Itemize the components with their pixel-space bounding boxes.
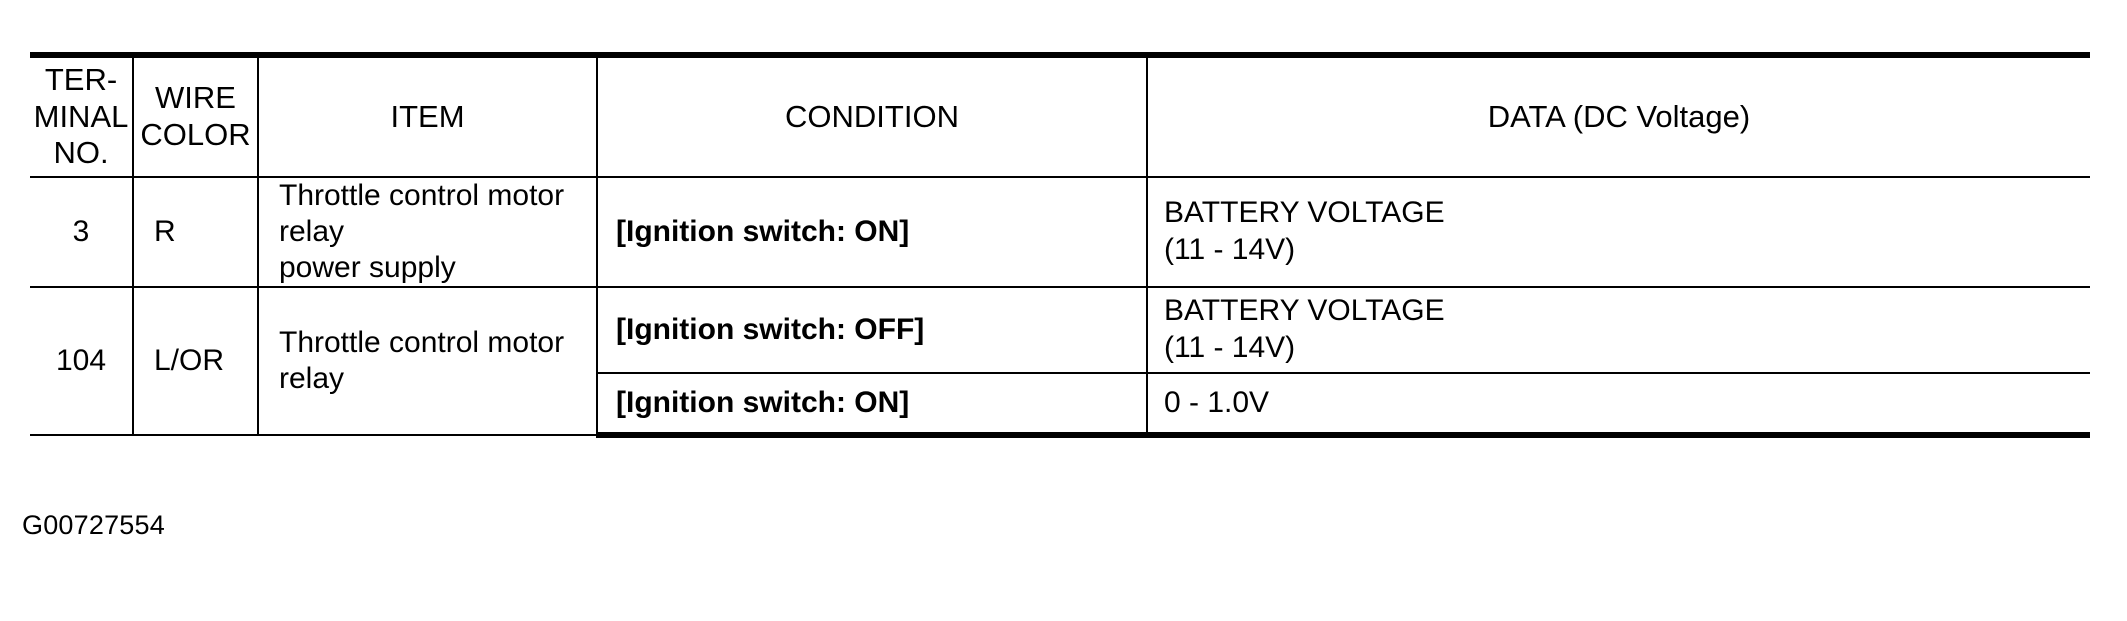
cell-item-text: Throttle control motor relay power suppl…	[259, 178, 596, 286]
figure-id-caption: G00727554	[22, 510, 165, 540]
cell-wire-color-value: R	[154, 215, 176, 248]
header-row: TER- MINAL NO. WIRE COLOR ITEM CONDITION	[30, 52, 2090, 178]
column-header-condition-label: CONDITION	[785, 98, 959, 134]
column-header-terminal-no-line3: NO.	[53, 135, 109, 171]
cell-data-text: 0 - 1.0V	[1148, 385, 2090, 422]
cell-wire-color: L/OR	[132, 286, 259, 436]
cell-data: BATTERY VOLTAGE (11 - 14V)	[1146, 176, 2090, 288]
cell-terminal-no-value: 104	[55, 344, 107, 377]
column-header-wire-color-line2: COLOR	[140, 117, 251, 152]
column-header-item-label: ITEM	[390, 98, 465, 134]
cell-data: 0 - 1.0V	[1146, 372, 2090, 438]
cell-wire-color: R	[132, 176, 259, 288]
column-header-condition: CONDITION	[596, 52, 1148, 178]
terminal-spec-table: TER- MINAL NO. WIRE COLOR ITEM CONDITION	[30, 52, 2090, 438]
cell-condition: [Ignition switch: ON]	[596, 176, 1148, 288]
cell-condition-text: [Ignition switch: ON]	[616, 215, 910, 248]
table-row: 104 L/OR Throttle control motor relay [I…	[30, 286, 2090, 436]
cell-item-line1: Throttle control motor relay	[279, 326, 565, 395]
column-header-item: ITEM	[257, 52, 598, 178]
column-header-terminal-no-line2: MINAL	[33, 98, 129, 134]
cell-item-text: Throttle control motor relay	[259, 325, 596, 397]
terminal-spec-table-wrapper: TER- MINAL NO. WIRE COLOR ITEM CONDITION	[30, 52, 2090, 438]
cell-data-line2: (11 - 14V)	[1164, 233, 1296, 266]
cell-data-line1: BATTERY VOLTAGE	[1164, 196, 1445, 230]
table-row: 3 R Throttle control motor relay power s…	[30, 176, 2090, 288]
cell-wire-color-value: L/OR	[154, 344, 225, 377]
column-header-terminal-no-line1: TER-	[44, 62, 118, 98]
cell-condition: [Ignition switch: ON]	[597, 372, 1148, 438]
cell-data-text: BATTERY VOLTAGE (11 - 14V)	[1148, 195, 2090, 268]
cell-data: BATTERY VOLTAGE (11 - 14V)	[1146, 286, 2090, 374]
cell-condition-text: [Ignition switch: OFF]	[616, 313, 925, 346]
cell-item: Throttle control motor relay power suppl…	[257, 176, 598, 288]
table-row: [Ignition switch: ON] 0 - 1.0V	[30, 372, 2090, 438]
column-header-data: DATA (DC Voltage)	[1146, 52, 2090, 178]
cell-condition: [Ignition switch: OFF]	[596, 286, 1148, 374]
column-header-terminal-no: TER- MINAL NO.	[30, 52, 134, 178]
table-body: 3 R Throttle control motor relay power s…	[30, 176, 2090, 438]
cell-item-line1: Throttle control motor relay	[279, 179, 565, 248]
cell-condition-text: [Ignition switch: ON]	[616, 386, 910, 419]
cell-data-text: BATTERY VOLTAGE (11 - 14V)	[1148, 293, 2090, 366]
cell-data-line2: (11 - 14V)	[1164, 331, 1296, 364]
table-header: TER- MINAL NO. WIRE COLOR ITEM CONDITION	[30, 52, 2090, 178]
cell-terminal-no-value: 3	[72, 215, 90, 248]
column-header-wire-color-line1: WIRE	[155, 80, 236, 116]
column-header-wire-color: WIRE COLOR	[132, 52, 259, 178]
cell-item-line2: power supply	[279, 251, 456, 284]
cell-data-line1: BATTERY VOLTAGE	[1164, 294, 1445, 328]
cell-data-line1: 0 - 1.0V	[1164, 385, 1270, 419]
cell-terminal-no: 104	[30, 286, 134, 436]
cell-terminal-no: 3	[30, 176, 134, 288]
column-header-data-label: DATA (DC Voltage)	[1487, 98, 1751, 134]
cell-item: Throttle control motor relay	[257, 286, 598, 436]
